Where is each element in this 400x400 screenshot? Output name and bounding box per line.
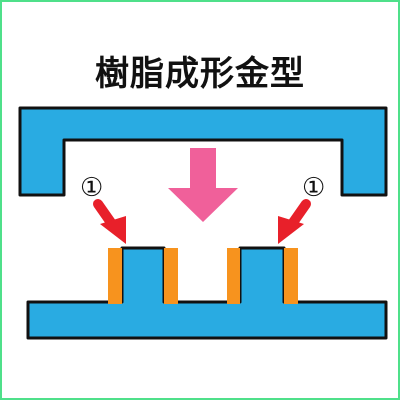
marker-left-label: ① (80, 173, 103, 203)
resin-layer-right-inner (227, 248, 240, 304)
marker-right-arrow (278, 199, 311, 244)
press-down-arrow (168, 148, 238, 222)
diagram-title: 樹脂成形金型 (95, 54, 305, 94)
lower-mold (26, 246, 388, 340)
marker-right-label: ① (302, 173, 325, 203)
resin-layer-left-outer (108, 248, 122, 304)
marker-left-arrow (93, 199, 126, 244)
resin-layer-right-outer (284, 248, 298, 304)
upper-mold (18, 106, 388, 197)
resin-layer-left-inner (164, 248, 178, 304)
